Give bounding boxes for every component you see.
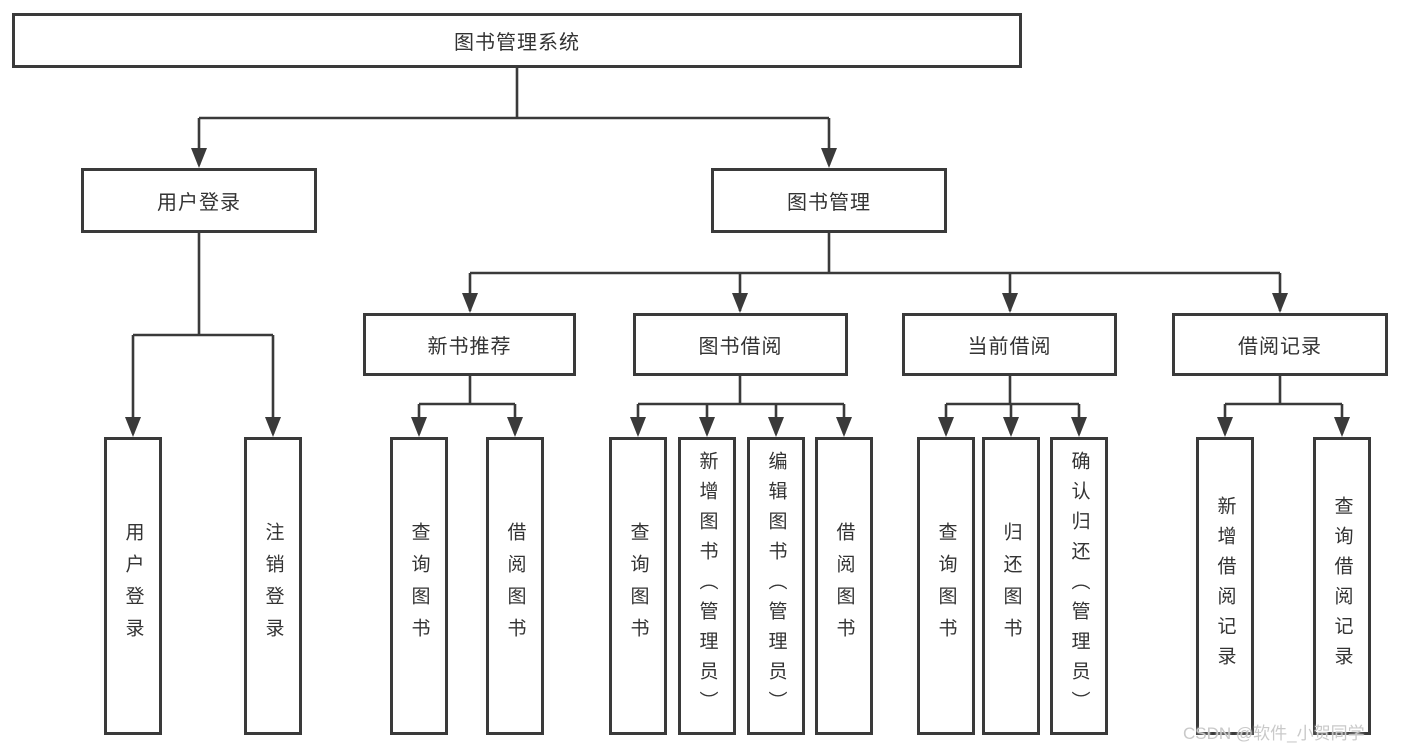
arrowhead [836, 417, 852, 437]
arrowhead [265, 417, 281, 437]
arrowhead [821, 148, 837, 168]
node-label: 新书推荐 [427, 336, 512, 358]
arrowhead [191, 148, 207, 168]
leaf-return-books: 归还图书 [982, 437, 1040, 735]
node-label: 图书借阅 [698, 336, 783, 358]
node-book-management: 图书管理 [711, 168, 947, 233]
arrowhead [630, 417, 646, 437]
watermark-text: CSDN @软件_小贺同学 [1183, 724, 1365, 743]
edge-user-login-to-leaves [125, 233, 281, 437]
arrowhead [938, 417, 954, 437]
node-label: 用户登录 [157, 192, 241, 214]
arrowhead [1334, 417, 1350, 437]
arrowhead [411, 417, 427, 437]
node-book-borrowing: 图书借阅 [633, 313, 848, 376]
node-label: 当前借阅 [967, 336, 1052, 358]
node-user-login: 用户登录 [81, 168, 317, 233]
node-label: 图书管理 [787, 192, 871, 214]
leaf-borrow-books-recommend: 借阅图书 [486, 437, 544, 735]
node-label: 查询图书 [408, 522, 430, 650]
arrowhead [1003, 417, 1019, 437]
node-label: 注销登录 [262, 522, 284, 650]
node-label: 确认归还（管理员） [1068, 451, 1090, 721]
edge-new-book-to-leaves [411, 376, 523, 437]
arrowhead [1002, 293, 1018, 313]
arrowhead [768, 417, 784, 437]
node-label: 新增图书（管理员） [696, 451, 718, 721]
leaf-edit-books-admin: 编辑图书（管理员） [747, 437, 805, 735]
node-root-system: 图书管理系统 [12, 13, 1022, 68]
edge-current-borrow-to-leaves [938, 376, 1087, 437]
arrowhead [699, 417, 715, 437]
edge-book-borrow-to-leaves [630, 376, 852, 437]
leaf-query-books-current: 查询图书 [917, 437, 975, 735]
arrowhead [732, 293, 748, 313]
arrowhead [462, 293, 478, 313]
leaf-add-borrow-record: 新增借阅记录 [1196, 437, 1254, 735]
leaf-user-login: 用户登录 [104, 437, 162, 735]
arrowhead [125, 417, 141, 437]
node-label: 归还图书 [1000, 522, 1022, 650]
node-label: 查询借阅记录 [1331, 496, 1353, 676]
arrowhead [1217, 417, 1233, 437]
node-label: 用户登录 [122, 522, 144, 650]
edge-borrow-records-to-leaves [1217, 376, 1350, 437]
leaf-confirm-return-admin: 确认归还（管理员） [1050, 437, 1108, 735]
edge-root-to-level2 [191, 68, 837, 168]
node-label: 借阅图书 [504, 522, 526, 650]
arrowhead [507, 417, 523, 437]
leaf-query-books-borrow: 查询图书 [609, 437, 667, 735]
node-new-book-recommend: 新书推荐 [363, 313, 576, 376]
leaf-logout: 注销登录 [244, 437, 302, 735]
node-label: 查询图书 [627, 522, 649, 650]
node-borrowing-records: 借阅记录 [1172, 313, 1388, 376]
leaf-query-borrow-record: 查询借阅记录 [1313, 437, 1371, 735]
node-label: 借阅图书 [833, 522, 855, 650]
node-label: 图书管理系统 [454, 32, 580, 54]
leaf-query-books-recommend: 查询图书 [390, 437, 448, 735]
arrowhead [1272, 293, 1288, 313]
node-label: 借阅记录 [1238, 336, 1322, 358]
node-label: 查询图书 [935, 522, 957, 650]
node-current-borrowing: 当前借阅 [902, 313, 1117, 376]
arrowhead [1071, 417, 1087, 437]
leaf-borrow-books: 借阅图书 [815, 437, 873, 735]
node-label: 编辑图书（管理员） [765, 451, 787, 721]
leaf-add-books-admin: 新增图书（管理员） [678, 437, 736, 735]
edge-book-mgmt-to-level3 [462, 233, 1288, 313]
node-label: 新增借阅记录 [1214, 496, 1236, 676]
